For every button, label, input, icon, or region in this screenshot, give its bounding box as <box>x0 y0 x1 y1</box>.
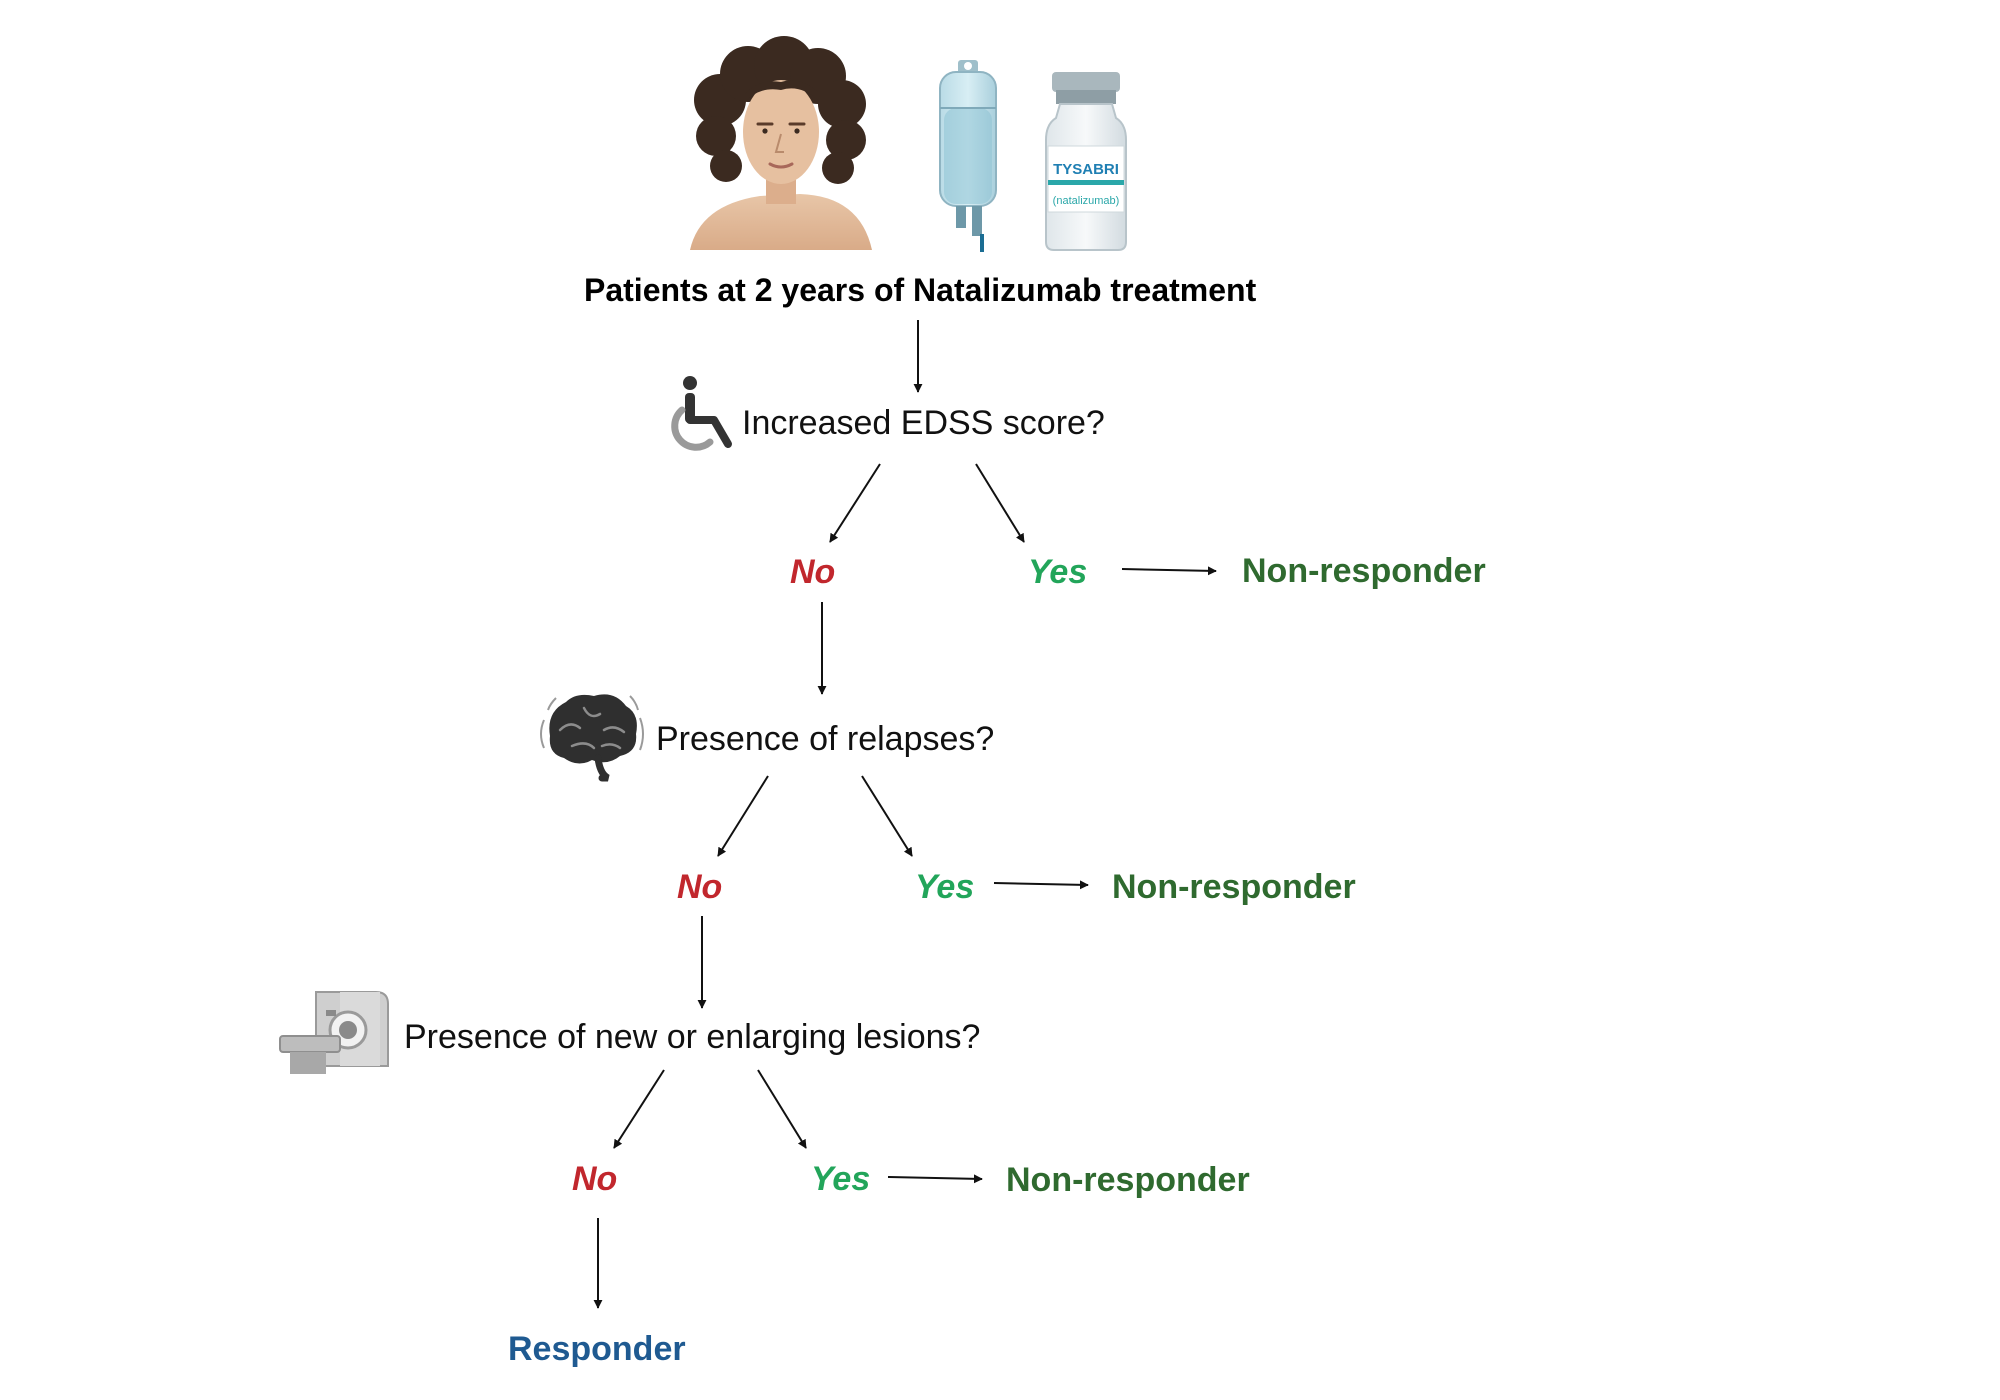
patient-portrait-icon <box>690 36 872 250</box>
outcome-non-responder-relapses: Non-responder <box>1112 868 1356 906</box>
brain-icon <box>540 694 644 782</box>
outcome-non-responder-edss: Non-responder <box>1242 552 1486 590</box>
wheelchair-icon <box>671 376 732 451</box>
connector-arrows <box>593 320 1217 1309</box>
question-lesions: Presence of new or enlarging lesions? <box>404 1018 981 1056</box>
question-relapses: Presence of relapses? <box>656 720 995 758</box>
page-title: Patients at 2 years of Natalizumab treat… <box>584 272 1257 308</box>
vial-icon: TYSABRI (natalizumab) <box>1045 72 1127 251</box>
answer-yes-relapses: Yes <box>915 868 975 906</box>
iv-bag-icon <box>939 60 997 252</box>
outcome-responder: Responder <box>508 1330 686 1368</box>
answer-yes-lesions: Yes <box>811 1160 871 1198</box>
answer-yes-edss: Yes <box>1028 553 1088 591</box>
answer-no-lesions: No <box>572 1160 618 1198</box>
answer-no-edss: No <box>790 553 836 591</box>
vial-brand-label: TYSABRI <box>1053 161 1119 178</box>
vial-generic-label: (natalizumab) <box>1053 195 1120 207</box>
answer-no-relapses: No <box>677 868 723 906</box>
outcome-non-responder-lesions: Non-responder <box>1006 1161 1250 1199</box>
mri-scanner-icon <box>279 991 389 1074</box>
question-edss: Increased EDSS score? <box>742 404 1105 442</box>
